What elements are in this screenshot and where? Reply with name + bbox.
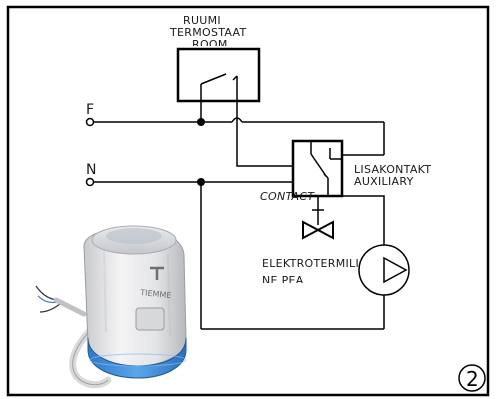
thermostat-output-wire xyxy=(236,101,293,167)
thermostat-label-3: ROOM xyxy=(192,38,228,51)
pump-symbol xyxy=(358,244,410,296)
pump-arrow-icon xyxy=(383,256,408,284)
contact-label: CONTACT xyxy=(260,190,315,203)
neutral-line xyxy=(85,177,385,330)
neutral-label: N xyxy=(86,162,96,178)
aux-switch xyxy=(310,153,327,177)
page-number-badge: 2 xyxy=(458,364,486,392)
room-thermostat xyxy=(176,47,261,103)
diagram-frame xyxy=(6,5,490,397)
page-number: 2 xyxy=(466,367,479,391)
thermostat-box xyxy=(176,47,261,103)
neutral-terminal xyxy=(85,177,95,187)
phase-terminal xyxy=(85,117,95,127)
aux-label-2: AUXILIARY xyxy=(354,175,414,188)
actuator-contact-box xyxy=(291,139,344,240)
phase-label: F xyxy=(86,102,94,118)
aux-output-wire xyxy=(342,195,385,245)
contact-box xyxy=(291,139,344,198)
thermostat-label-2: TERMOSTAAT xyxy=(169,26,247,39)
aux-label-1: LISAKONTAKT xyxy=(354,163,431,176)
product-brand-text: TIEMME xyxy=(139,288,172,300)
actuator-product-photo: TIEMME xyxy=(35,225,187,389)
thermostat-switch xyxy=(200,73,227,85)
thermostat-label-1: RUUMI xyxy=(183,14,221,27)
valve-icon xyxy=(302,220,334,240)
actuator-label-2: NE PEA xyxy=(262,274,304,287)
phase-line xyxy=(85,101,385,156)
actuator-label-1: ELEKTROTERMILI xyxy=(262,257,359,270)
